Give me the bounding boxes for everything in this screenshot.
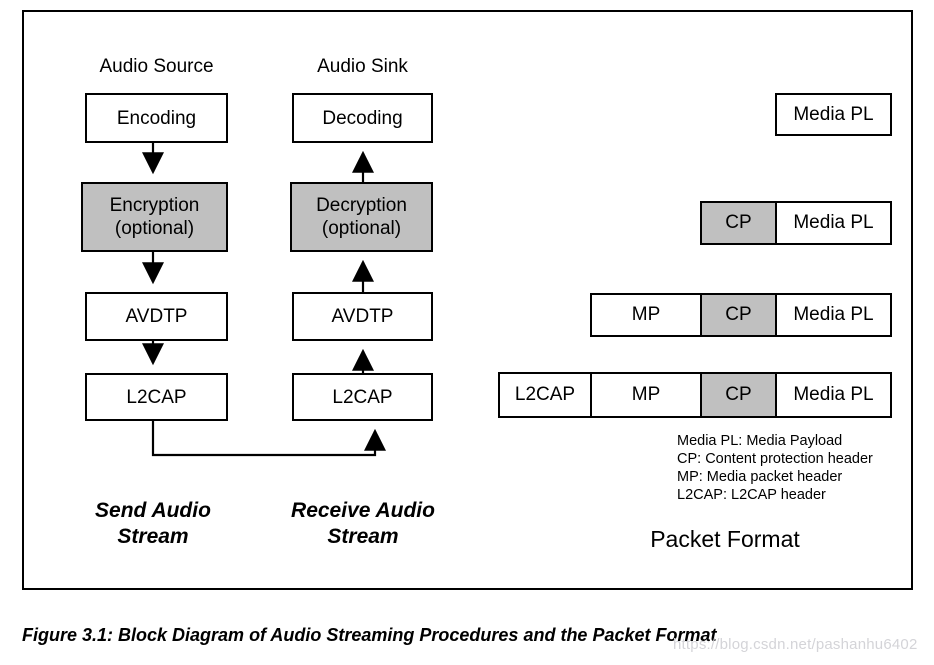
packet-cell-l2cap: L2CAP bbox=[500, 374, 592, 416]
legend-line-l2cap: L2CAP: L2CAP header bbox=[677, 487, 826, 503]
packet-cell-mp: MP bbox=[592, 295, 702, 335]
receive-audio-stream-line1: Receive Audio bbox=[291, 499, 435, 522]
block-avdtp-sink-label: AVDTP bbox=[331, 306, 394, 327]
packet-cell-media-pl: Media PL bbox=[777, 203, 890, 243]
packet-row-3: MP CP Media PL bbox=[590, 293, 892, 337]
block-encoding-label: Encoding bbox=[116, 107, 197, 129]
packet-cell-cp: CP bbox=[702, 203, 777, 243]
figure-caption: Figure 3.1: Block Diagram of Audio Strea… bbox=[22, 625, 717, 645]
send-audio-stream-line2: Stream bbox=[117, 525, 189, 548]
block-decoding-label: Decoding bbox=[322, 107, 403, 129]
block-l2cap-source-label: L2CAP bbox=[126, 386, 187, 408]
packet-cell-cp: CP bbox=[702, 295, 777, 335]
block-decryption: Decryption (optional) bbox=[290, 182, 433, 252]
block-encryption-sublabel: (optional) bbox=[114, 218, 195, 239]
packet-row-1: Media PL bbox=[775, 93, 892, 136]
legend-line-cp: CP: Content protection header bbox=[677, 451, 873, 467]
audio-source-title: Audio Source bbox=[99, 56, 214, 77]
legend-line-media-pl: Media PL: Media Payload bbox=[677, 433, 843, 449]
packet-cell-media-pl: Media PL bbox=[777, 95, 890, 134]
receive-audio-stream-line2: Stream bbox=[327, 525, 399, 548]
packet-cell-media-pl: Media PL bbox=[777, 374, 890, 416]
block-decryption-sublabel: (optional) bbox=[321, 218, 402, 239]
block-l2cap-sink: L2CAP bbox=[292, 373, 433, 421]
send-audio-stream-label: Send Audio Stream bbox=[53, 498, 253, 550]
block-encoding: Encoding bbox=[85, 93, 228, 143]
packet-format-title: Packet Format bbox=[650, 526, 800, 552]
packet-row-2: CP Media PL bbox=[700, 201, 892, 245]
watermark: https://blog.csdn.net/pashanhu6402 bbox=[673, 636, 918, 653]
receive-audio-stream-label: Receive Audio Stream bbox=[263, 498, 463, 550]
packet-cell-cp: CP bbox=[702, 374, 777, 416]
legend-line-mp: MP: Media packet header bbox=[677, 469, 843, 485]
block-l2cap-source: L2CAP bbox=[85, 373, 228, 421]
packet-cell-mp: MP bbox=[592, 374, 702, 416]
block-l2cap-sink-label: L2CAP bbox=[332, 386, 393, 408]
block-decoding: Decoding bbox=[292, 93, 433, 143]
packet-cell-media-pl: Media PL bbox=[777, 295, 890, 335]
block-avdtp-source-label: AVDTP bbox=[125, 306, 188, 327]
packet-row-4: L2CAP MP CP Media PL bbox=[498, 372, 892, 418]
block-encryption: Encryption (optional) bbox=[81, 182, 228, 252]
block-avdtp-source: AVDTP bbox=[85, 292, 228, 341]
send-audio-stream-line1: Send Audio bbox=[95, 499, 211, 522]
audio-sink-title: Audio Sink bbox=[317, 56, 408, 77]
block-avdtp-sink: AVDTP bbox=[292, 292, 433, 341]
block-decryption-label: Decryption bbox=[316, 195, 407, 216]
block-encryption-label: Encryption bbox=[109, 195, 200, 216]
packet-format-legend: Media PL: Media Payload CP: Content prot… bbox=[677, 432, 873, 504]
